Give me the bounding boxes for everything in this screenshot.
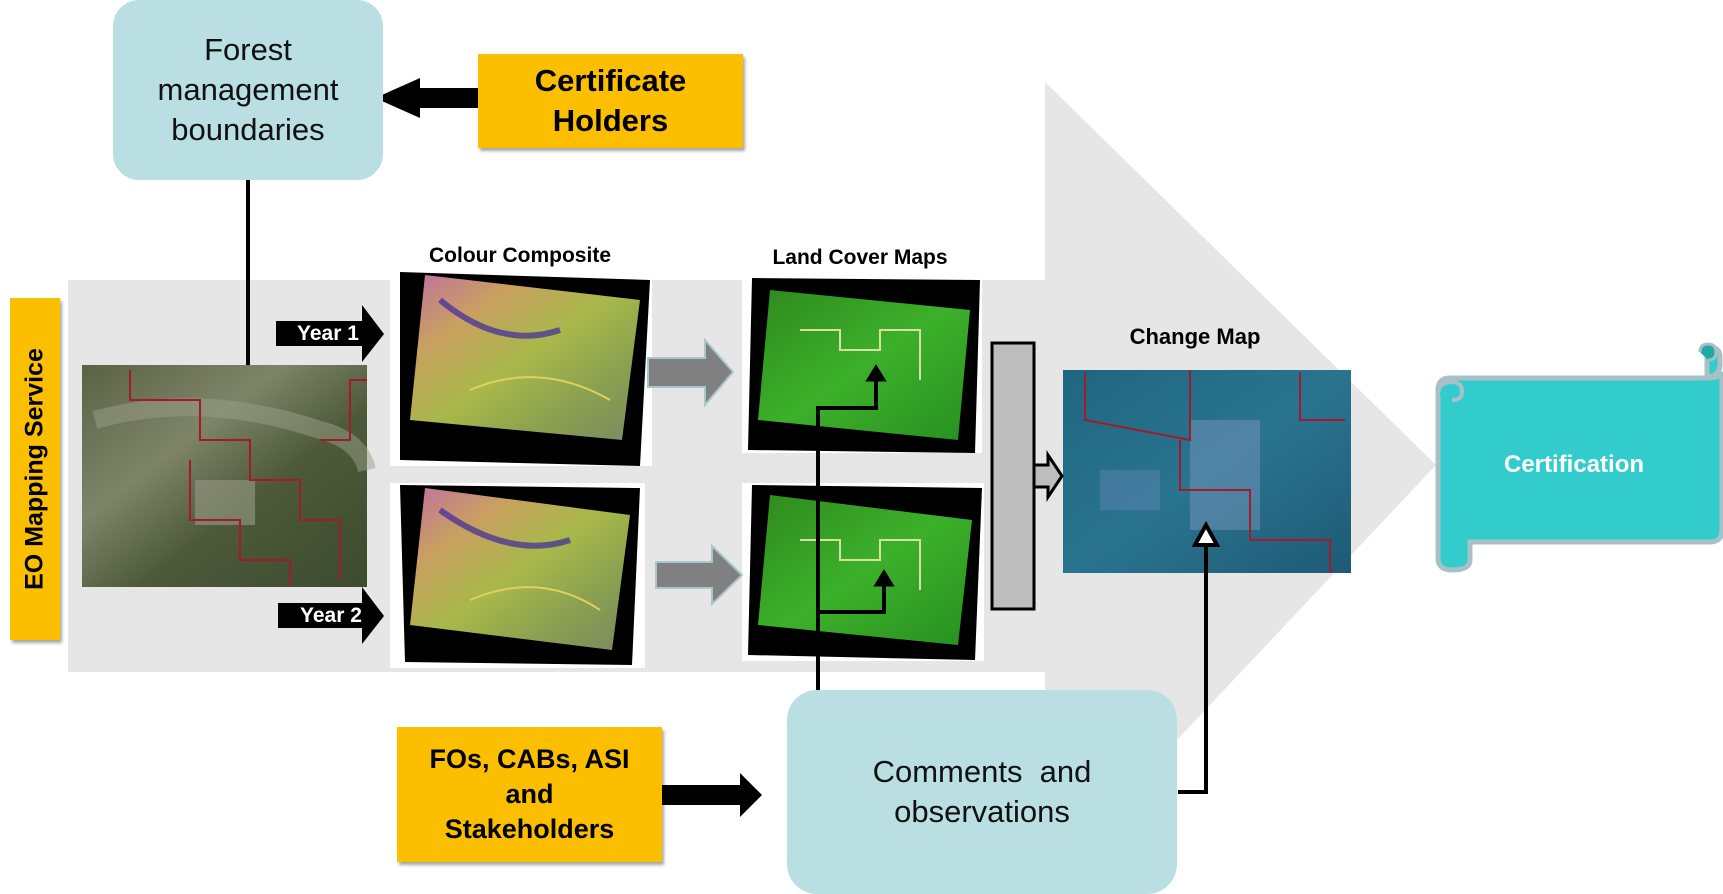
- eo-mapping-service-tag: EO Mapping Service: [10, 298, 60, 640]
- gray-arrow-bottom: [655, 543, 744, 607]
- change-map-label: Change Map: [1129, 324, 1261, 349]
- comments-line: Comments and: [872, 754, 1092, 789]
- stakeholders-line: Stakeholders: [444, 814, 615, 844]
- year1-label: Year 1: [297, 322, 359, 345]
- arrow-certificate-to-boundaries: [375, 78, 478, 118]
- stakeholders-line: and: [505, 779, 554, 809]
- eo-mapping-service-label: EO Mapping Service: [20, 348, 49, 590]
- satellite-image: [82, 365, 376, 587]
- forest-boundaries-box: Forest management boundaries: [113, 0, 383, 180]
- year2-label: Year 2: [300, 604, 362, 627]
- stakeholders-line: FOs, CABs, ASI: [429, 744, 630, 774]
- certification-label: Certification: [1504, 451, 1645, 478]
- gray-arrow-top: [647, 337, 735, 408]
- forest-boundaries-line: boundaries: [171, 112, 325, 147]
- certificate-holders-box: Certificate Holders: [478, 54, 743, 148]
- certificate-holders-line: Certificate: [534, 63, 687, 98]
- land-cover-maps-label: Land Cover Maps: [772, 246, 948, 269]
- certification-scroll: [1435, 342, 1723, 573]
- land-cover-map-2: [742, 483, 984, 661]
- connector-comments-to-landcover: [816, 375, 878, 770]
- colour-composite-label: Colour Composite: [429, 244, 611, 267]
- colour-composite-year1: [390, 268, 652, 466]
- comments-observations-box: Comments and observations: [787, 690, 1177, 894]
- connector-comments-to-changemap: [1178, 535, 1208, 794]
- comments-line: observations: [894, 794, 1070, 829]
- forest-boundaries-line: management: [157, 72, 339, 107]
- stakeholders-box: FOs, CABs, ASI and Stakeholders: [397, 727, 662, 862]
- year1-arrow: [276, 305, 384, 362]
- forest-boundaries-line: Forest: [204, 32, 292, 67]
- land-cover-map-1: [742, 275, 982, 453]
- combine-arrow-tip: [1032, 450, 1064, 502]
- arrow-stakeholders-to-comments: [658, 773, 762, 817]
- certificate-holders-line: Holders: [552, 103, 669, 138]
- year2-arrow: [278, 587, 384, 644]
- combine-bar: [990, 341, 1036, 611]
- colour-composite-year2: [390, 483, 645, 668]
